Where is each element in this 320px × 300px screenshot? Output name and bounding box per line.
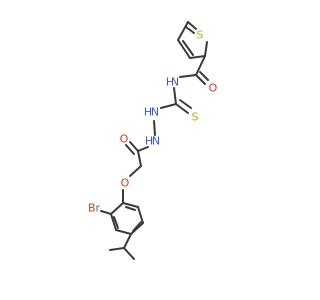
bond [204, 41, 208, 57]
bond [115, 229, 132, 235]
bond [125, 144, 135, 155]
bond [179, 99, 192, 109]
bond [199, 71, 209, 81]
nitrogen-atom: N [152, 135, 160, 148]
bond [129, 141, 139, 152]
sulfur-atom: S [197, 29, 204, 42]
bond [177, 21, 189, 41]
bond [185, 26, 195, 34]
bond [179, 74, 197, 78]
bond [109, 247, 125, 251]
bond [182, 40, 194, 56]
bromine-atom: Br [88, 202, 101, 215]
hydrogen-label: H [144, 106, 152, 119]
bond [100, 210, 112, 215]
hydrogen-label: H [145, 135, 153, 148]
bond [189, 55, 206, 59]
sulfur-atom: S [192, 111, 199, 124]
bond [160, 103, 177, 109]
oxygen-atom: O [120, 133, 129, 146]
nitrogen-atom: N [171, 76, 179, 89]
bond [110, 202, 124, 215]
bond [153, 120, 156, 136]
atom-labels: S O H N S H N H N O O Br [88, 29, 218, 215]
bond [137, 150, 142, 167]
hydrogen-label: H [166, 76, 174, 89]
bond [123, 247, 135, 260]
bond [130, 222, 144, 235]
bonds [100, 21, 209, 260]
bond [173, 87, 177, 105]
bond [123, 233, 132, 249]
bond [132, 221, 142, 232]
chemical-structure: S O H N S H N H N O O Br [88, 21, 218, 260]
oxygen-atom: O [121, 177, 130, 190]
bond [187, 21, 197, 30]
oxygen-atom: O [209, 82, 218, 95]
bond [122, 202, 139, 208]
bond [129, 165, 142, 177]
bond [113, 216, 119, 229]
bond [177, 39, 191, 59]
bond [195, 55, 206, 76]
bond [195, 74, 206, 85]
bond [137, 146, 149, 152]
bond [125, 206, 136, 211]
nitrogen-atom: N [151, 106, 159, 119]
bond [110, 213, 117, 231]
bond [175, 103, 189, 114]
bond [137, 206, 144, 224]
